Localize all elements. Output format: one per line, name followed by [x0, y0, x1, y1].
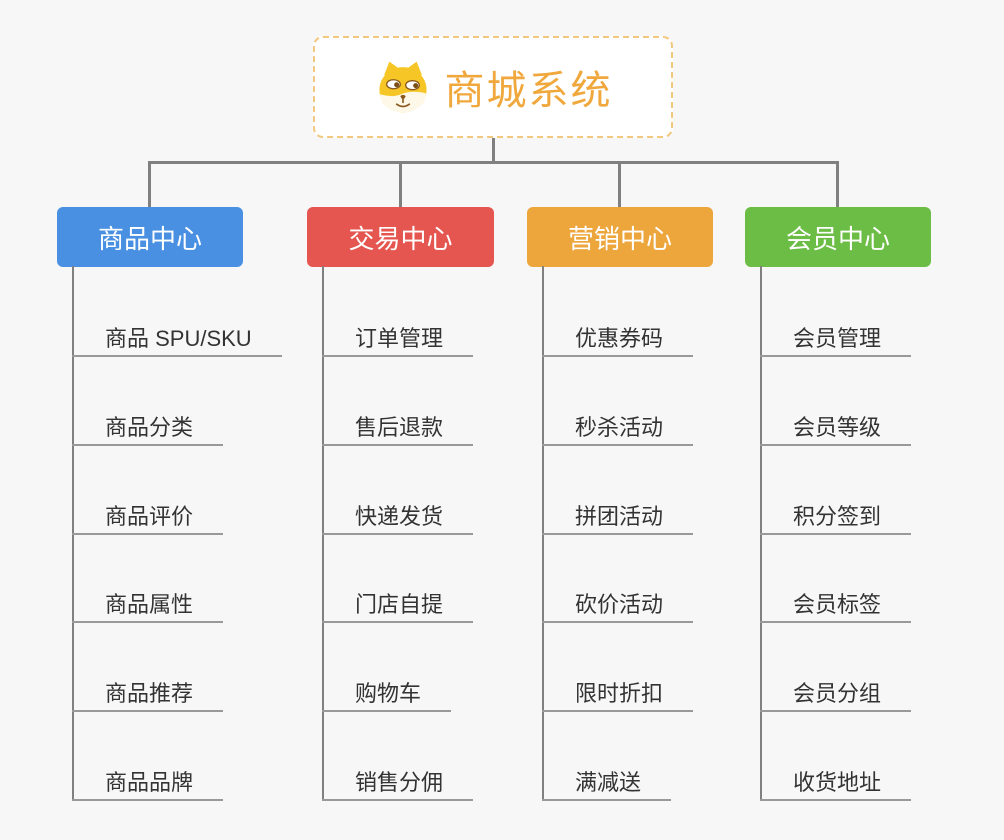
branch-node-marketing-center[interactable]: 营销中心 — [527, 207, 713, 267]
branch-label: 商品中心 — [97, 223, 202, 254]
leaf-item[interactable]: 商品分类 — [72, 411, 224, 446]
root-node[interactable]: 商城系统 — [313, 36, 673, 138]
leaf-item[interactable]: 商品评价 — [72, 500, 224, 535]
leaf-item[interactable]: 售后退款 — [322, 411, 474, 446]
leaf-label: 秒杀活动 — [575, 415, 664, 440]
leaf-label: 会员管理 — [793, 326, 882, 351]
leaf-label: 砍价活动 — [575, 592, 664, 617]
leaf-item[interactable]: 优惠券码 — [542, 322, 694, 357]
leaf-item[interactable]: 会员等级 — [760, 411, 912, 446]
connector-drop-product-center — [148, 161, 151, 208]
leaf-label: 快递发货 — [355, 504, 444, 529]
leaf-item[interactable]: 商品品牌 — [72, 766, 224, 801]
leaf-label: 商品 SPU/SKU — [105, 326, 252, 351]
leaf-label: 优惠券码 — [575, 326, 664, 351]
leaf-label: 拼团活动 — [575, 504, 664, 529]
leaf-label: 商品分类 — [105, 415, 194, 440]
branch-label: 营销中心 — [567, 223, 672, 254]
connector-drop-marketing-center — [618, 161, 621, 208]
leaf-item[interactable]: 限时折扣 — [542, 677, 694, 712]
leaf-item[interactable]: 销售分佣 — [322, 766, 474, 801]
leaf-label: 门店自提 — [355, 592, 444, 617]
leaf-label: 售后退款 — [355, 415, 444, 440]
leaf-label: 销售分佣 — [355, 770, 444, 795]
leaf-item[interactable]: 商品推荐 — [72, 677, 224, 712]
leaf-label: 商品推荐 — [105, 681, 194, 706]
leaf-item[interactable]: 订单管理 — [322, 322, 474, 357]
leaf-label: 积分签到 — [793, 504, 882, 529]
branch-node-member-center[interactable]: 会员中心 — [745, 207, 931, 267]
branch-node-product-center[interactable]: 商品中心 — [57, 207, 243, 267]
leaf-item[interactable]: 会员分组 — [760, 677, 912, 712]
leaf-item[interactable]: 会员管理 — [760, 322, 912, 357]
leaf-item[interactable]: 购物车 — [322, 677, 452, 712]
leaf-item[interactable]: 快递发货 — [322, 500, 474, 535]
leaf-label: 购物车 — [355, 681, 422, 706]
leaf-label: 收货地址 — [793, 770, 882, 795]
connector-bus — [148, 161, 839, 164]
leaf-label: 商品属性 — [105, 592, 194, 617]
leaf-label: 限时折扣 — [575, 681, 664, 706]
leaf-label: 会员等级 — [793, 415, 882, 440]
branch-label: 交易中心 — [348, 223, 453, 254]
leaf-label: 商品评价 — [105, 504, 194, 529]
connector-drop-trade-center — [399, 161, 402, 208]
leaf-item[interactable]: 秒杀活动 — [542, 411, 694, 446]
leaf-item[interactable]: 商品属性 — [72, 588, 224, 623]
leaf-item[interactable]: 积分签到 — [760, 500, 912, 535]
leaf-item[interactable]: 收货地址 — [760, 766, 912, 801]
branch-node-trade-center[interactable]: 交易中心 — [307, 207, 494, 267]
leaf-label: 商品品牌 — [105, 770, 194, 795]
leaf-item[interactable]: 满减送 — [542, 766, 672, 801]
leaf-item[interactable]: 拼团活动 — [542, 500, 694, 535]
root-title: 商城系统 — [444, 69, 613, 113]
leaf-label: 满减送 — [575, 770, 642, 795]
leaf-item[interactable]: 商品 SPU/SKU — [72, 322, 282, 357]
leaf-label: 订单管理 — [355, 326, 444, 351]
leaf-item[interactable]: 会员标签 — [760, 588, 912, 623]
connector-drop-member-center — [836, 161, 839, 208]
leaf-label: 会员标签 — [793, 592, 882, 617]
leaf-item[interactable]: 门店自提 — [322, 588, 474, 623]
leaf-label: 会员分组 — [793, 681, 882, 706]
dog-face-icon — [378, 61, 427, 113]
leaf-item[interactable]: 砍价活动 — [542, 588, 694, 623]
branch-label: 会员中心 — [785, 223, 890, 254]
connector-root-stem — [492, 138, 495, 164]
